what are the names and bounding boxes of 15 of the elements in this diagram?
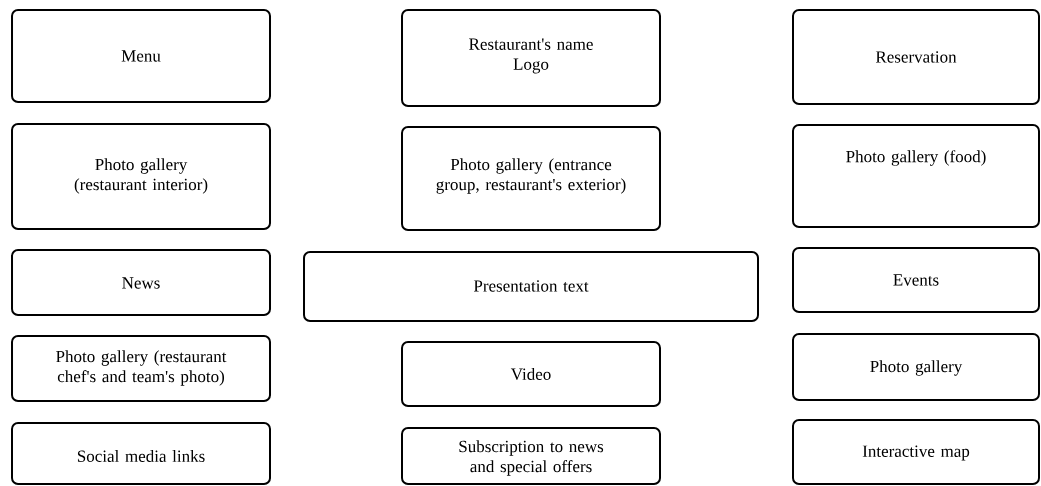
text-box: Video (401, 341, 661, 407)
text-box: Photo gallery (restaurant interior) (11, 123, 271, 230)
text-box: Photo gallery (restaurant chef's and team's photo) (11, 335, 271, 402)
text-box: Photo gallery (792, 333, 1040, 401)
text-box: Interactive map (792, 419, 1040, 485)
text-box: Subscription to news and special offers (401, 427, 661, 485)
text-box: Reservation (792, 9, 1040, 105)
text-box: Events (792, 247, 1040, 313)
text-box: Menu (11, 9, 271, 103)
text-box: Photo gallery (food) (792, 124, 1040, 228)
text-box: News (11, 249, 271, 316)
text-box: Restaurant's name Logo (401, 9, 661, 107)
text-box: Social media links (11, 422, 271, 485)
text-box: Presentation text (303, 251, 759, 322)
text-box: Photo gallery (entrance group, restaurant's exterior) (401, 126, 661, 231)
